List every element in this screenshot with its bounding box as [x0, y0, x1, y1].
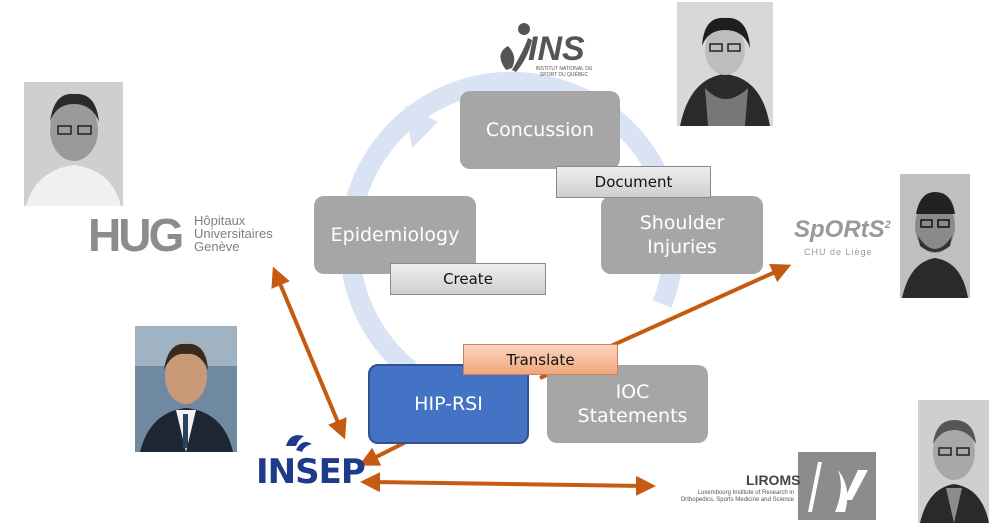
ins-logo: INS [528, 30, 585, 69]
liroms-logo-name: LIROMS [746, 472, 801, 488]
tag-document: Document [556, 166, 711, 198]
sports2-logo-name: SpORtS [794, 216, 885, 243]
person-photo-left [24, 82, 123, 206]
ins-logo-subtitle: INSTITUT NATIONAL DU SPORT DU QUÉBEC [532, 66, 596, 78]
arrow-insep-liroms [360, 472, 656, 496]
tag-translate: Translate [463, 344, 618, 375]
node-hip-rsi-label: HIP-RSI [414, 393, 483, 415]
insep-logo: INSEP [256, 452, 366, 492]
ins-logo-name: INS [528, 30, 585, 68]
hug-logo-text: Hôpitaux Universitaires Genève [194, 214, 273, 253]
hug-line-3: Genève [194, 239, 240, 254]
node-shoulder-label: Shoulder Injuries [639, 212, 725, 258]
hug-line-2: Universitaires [194, 226, 273, 241]
liroms-logo: LIROMS [746, 472, 800, 488]
liroms-logo-text: Luxembourg Institute of Research in Orth… [652, 490, 794, 504]
node-epidemiology: Epidemiology [314, 196, 476, 274]
cycle-arrowhead [405, 105, 438, 148]
person-photo-right-mid [900, 174, 970, 298]
sports2-logo: SpORtS2 [794, 216, 891, 244]
person-photo-insep [135, 326, 237, 452]
node-concussion-label: Concussion [485, 119, 595, 141]
hug-logo: HUG [88, 208, 184, 262]
node-ioc-statements: IOC Statements [547, 365, 708, 443]
hug-line-1: Hôpitaux [194, 213, 246, 228]
ins-logo-emblem [500, 23, 532, 72]
tag-create: Create [390, 263, 546, 295]
tag-create-label: Create [443, 270, 493, 288]
node-epidemiology-label: Epidemiology [330, 224, 460, 246]
ins-logo-subtitle-text: INSTITUT NATIONAL DU SPORT DU QUÉBEC [535, 66, 593, 78]
hug-logo-name: HUG [88, 209, 184, 261]
person-photo-bottom-right [918, 400, 989, 523]
liroms-line-1: Luxembourg Institute of Research in [697, 490, 794, 496]
person-photo-top [677, 2, 773, 126]
tag-translate-label: Translate [506, 350, 575, 369]
node-shoulder-injuries: Shoulder Injuries [601, 196, 763, 274]
node-concussion: Concussion [460, 91, 620, 169]
sports2-logo-sup: 2 [884, 219, 891, 231]
node-ioc-label: IOC Statements [577, 381, 688, 427]
arrow-insep-hug [271, 266, 347, 440]
liroms-line-2: Orthopedics, Sports Medicine and Science [680, 497, 794, 503]
tag-document-label: Document [594, 173, 673, 191]
sports2-logo-subtitle: CHU de Liège [804, 247, 873, 257]
insep-emblem [286, 435, 312, 452]
insep-logo-name: INSEP [256, 452, 366, 492]
liroms-emblem [798, 452, 876, 520]
node-hip-rsi: HIP-RSI [368, 364, 529, 444]
sports2-logo-subtitle-text: CHU de Liège [804, 247, 873, 257]
